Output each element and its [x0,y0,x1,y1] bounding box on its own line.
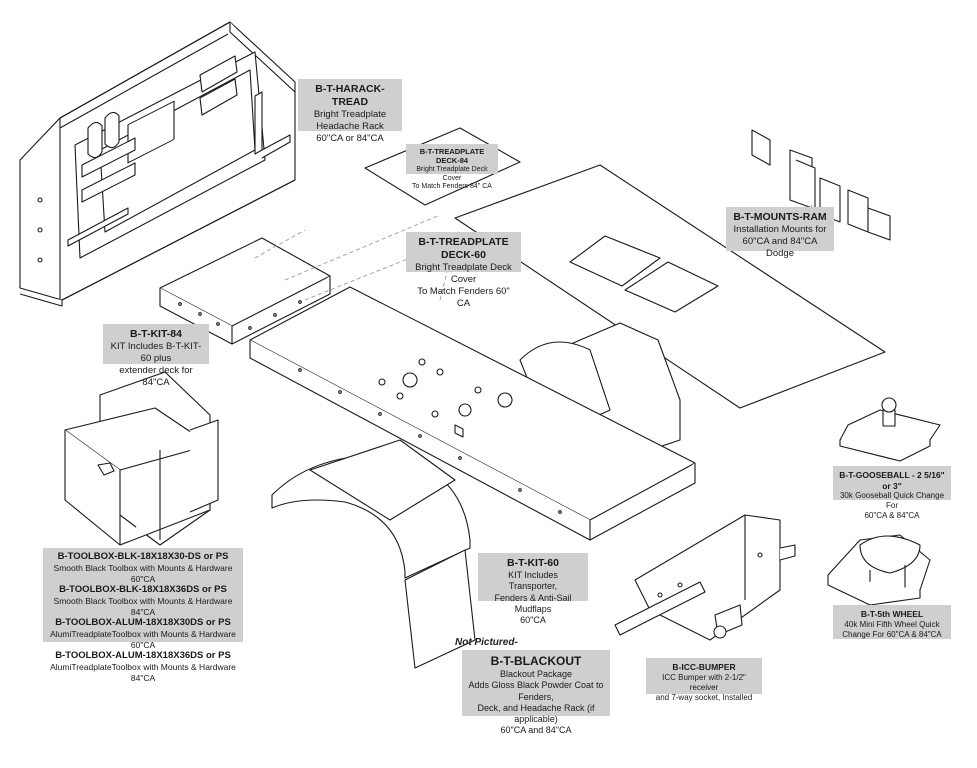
toolbox-line: Smooth Black Toolbox with Mounts & Hardw… [53,596,233,617]
icc-bumper-line: ICC Bumper with 2-1/2" receiver [662,672,746,692]
icc-bumper-line: and 7-way socket, Installed [655,692,753,702]
blackout-label: B-T-BLACKOUT Blackout Package Adds Gloss… [462,650,610,735]
mounts-label: B-T-MOUNTS-RAM Installation Mounts for 6… [726,207,834,259]
harack-title: B-T-HARACK-TREAD [315,83,385,109]
gooseball-label: B-T-GOOSEBALL - 2 5/16" or 3" 30k Gooseb… [833,466,951,520]
deck60-line: Bright Treadplate Deck Cover [415,262,512,286]
icc-bumper-title: B-ICC-BUMPER [672,662,736,672]
fifth-wheel-line: 40k Mini Fifth Wheel Quick [844,619,940,629]
kit84-title: B-T-KIT-84 [130,328,182,340]
icc-bumper-part [614,514,796,641]
blackout-line: 60"CA and 84"CA [500,725,572,736]
harack-label: B-T-HARACK-TREAD Bright Treadplate Heada… [298,79,402,144]
kit60-line: 60"CA [520,615,546,626]
toolbox-line: B-TOOLBOX-BLK-18X18X30-DS or PS [57,551,229,562]
toolbox-label: B-TOOLBOX-BLK-18X18X30-DS or PS Smooth B… [43,548,243,683]
kit60-label: B-T-KIT-60 KIT Includes Transporter, Fen… [478,553,588,625]
fifth-wheel-title: B-T-5th WHEEL [860,609,924,619]
blackout-line: Adds Gloss Black Powder Coat to Fenders, [468,680,604,702]
toolbox-line: Smooth Black Toolbox with Mounts & Hardw… [53,562,233,584]
deck84-line: To Match Fenders 84" CA [412,183,492,191]
deck60-line: To Match Fenders 60" CA [417,286,510,309]
toolbox-line: AlumiTreadplateToolbox with Mounts & Har… [50,629,236,650]
kit60-line: KIT Includes Transporter, [508,570,558,592]
mounts-line: 60"CA and 84"CA Dodge [742,236,818,259]
fifth-wheel-part [827,534,931,606]
headache-rack-part [19,21,296,307]
toolbox-line: B-TOOLBOX-ALUM-18X18X30DS or PS [55,617,231,629]
fender-mudflap-part [271,439,476,669]
deck84-label: B-T-TREADPLATE DECK-84 Bright Treadplate… [406,144,498,190]
kit60-line: Fenders & Anti-Sail Mudflaps [494,592,572,614]
gooseball-part [839,397,941,462]
toolbox-line: B-TOOLBOX-ALUM-18X18X36DS or PS [55,650,231,662]
gooseball-title: B-T-GOOSEBALL - 2 5/16" or 3" [839,470,945,491]
toolbox-part [64,371,219,546]
deck84-line: Bright Treadplate Deck Cover [416,165,488,182]
harack-line: Bright Treadplate [313,109,387,121]
icc-bumper-label: B-ICC-BUMPER ICC Bumper with 2-1/2" rece… [646,658,762,702]
blackout-line: Deck, and Headache Rack (if applicable) [477,702,595,724]
deck60-title: B-T-TREADPLATE DECK-60 [418,236,509,262]
harack-line: Headache Rack [316,121,384,133]
kit84-line: KIT Includes B-T-KIT-60 plus [110,341,202,364]
fifth-wheel-label: B-T-5th WHEEL 40k Mini Fifth Wheel Quick… [833,605,951,639]
toolbox-line: B-TOOLBOX-BLK-18X18X36DS or PS [59,584,227,596]
deck60-label: B-T-TREADPLATE DECK-60 Bright Treadplate… [406,232,521,309]
kit84-label: B-T-KIT-84 KIT Includes B-T-KIT-60 plus … [103,324,209,388]
fifth-wheel-line: Change For 60"CA & 84"CA [842,629,942,639]
gooseball-line: 60"CA & 84"CA [864,511,920,521]
kit84-line: extender deck for 84"CA [119,364,193,388]
deck84-title: B-T-TREADPLATE DECK-84 [419,147,485,166]
gooseball-line: 30k Gooseball Quick Change For [839,491,945,511]
toolbox-line: AlumiTreadplateToolbox with Mounts & Har… [50,662,236,683]
mounts-line: Installation Mounts for [733,224,827,236]
kit60-title: B-T-KIT-60 [507,557,559,569]
mounts-title: B-T-MOUNTS-RAM [733,211,827,223]
transporter-deck-part [249,286,696,541]
treadplate-deck-60-part [454,164,886,409]
blackout-title: B-T-BLACKOUT [490,654,582,668]
harack-line: 60"CA or 84"CA [316,133,384,144]
not-pictured-note: Not Pictured- [455,637,518,648]
blackout-line: Blackout Package [499,669,573,679]
extender-deck-part [159,237,331,345]
